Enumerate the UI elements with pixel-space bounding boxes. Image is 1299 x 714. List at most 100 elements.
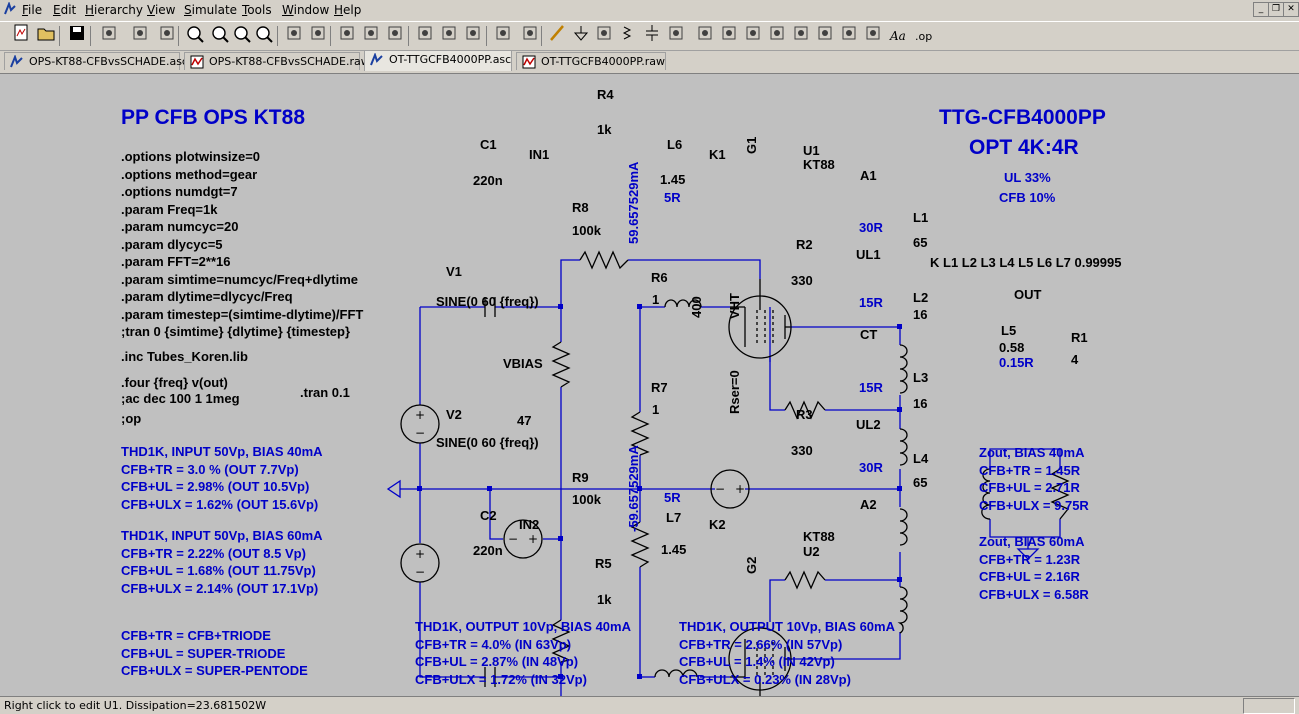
label-R5[interactable]: R5 [595,556,612,571]
label-R3[interactable]: R3 [796,407,813,422]
label-L7[interactable]: L7 [666,510,682,525]
label-L3[interactable]: L3 [913,370,929,385]
tile-horizontal-icon[interactable] [340,26,354,40]
value-VHT[interactable]: 400 [689,296,704,318]
label-L5[interactable]: L5 [1001,323,1017,338]
block-header[interactable]: Zout, BIAS 60mA [979,534,1085,549]
label-L6[interactable]: L6 [667,137,683,152]
value-L7[interactable]: 1.45 [661,542,687,557]
tab-ot-ttgcfb-asc[interactable]: OT-TTGCFB4000PP.asc [364,50,512,71]
label-U1[interactable]: U1 [803,143,820,158]
value-VBIAS[interactable]: 47 [517,413,532,428]
block-line[interactable]: CFB+TR = 3.0 % (OUT 7.7Vp) [121,461,299,477]
cascade-icon[interactable] [364,26,378,40]
label-VHT[interactable]: VHT [727,293,742,319]
net-OUT[interactable]: OUT [1014,287,1042,302]
autorange-icon[interactable] [287,26,301,40]
directive-line[interactable]: ;tran 0 {simtime} {dlytime} {timestep} [121,324,351,339]
label-R2[interactable]: R2 [796,237,813,252]
label-net-icon[interactable] [597,26,611,40]
print-icon[interactable] [523,26,537,40]
current-annotation-2[interactable]: -59.657529mA [626,445,641,532]
directive-inc[interactable]: .inc Tubes_Koren.lib [121,349,248,364]
restore-icon[interactable]: ❐ [1268,2,1284,17]
mirror-icon[interactable] [866,26,880,40]
directive-line[interactable]: .param dlycyc=5 [121,236,223,252]
block-line[interactable]: CFB+UL = 1.68% (OUT 11.75Vp) [121,563,316,578]
resistor-icon[interactable] [622,26,632,40]
block-line[interactable]: CFB+TR = 1.45R [979,462,1081,478]
value-R4[interactable]: 1k [597,122,612,137]
block-header[interactable]: THD1K, OUTPUT 10Vp, BIAS 60mA [679,619,895,634]
block-line[interactable]: CFB+TR = CFB+TRIODE [121,628,271,643]
redo-icon[interactable] [818,26,832,40]
block-line[interactable]: CFB+TR = 2.66% (IN 57Vp) [679,636,843,652]
value-V2[interactable]: SINE(0 60 {freq}) [436,435,539,450]
tab-ops-kt88-raw[interactable]: OPS-KT88-CFBvsSCHADE.raw [184,52,370,70]
menu-view[interactable]: View [147,3,176,17]
directive-line[interactable]: .options method=gear [121,166,258,182]
value-L4[interactable]: 65 [913,475,928,490]
block-header[interactable]: THD1K, INPUT 50Vp, BIAS 60mA [121,528,323,543]
label-VBIAS[interactable]: VBIAS [503,356,543,371]
value-L2[interactable]: 16 [913,307,928,322]
text-icon[interactable]: Aa [889,29,906,43]
run-icon[interactable] [133,26,147,40]
directive-op[interactable]: ;op [121,411,142,426]
block-line[interactable]: CFB+ULX = 1.72% (IN 32Vp) [415,671,587,687]
drag-icon[interactable] [770,26,784,40]
cut-icon[interactable] [418,26,432,40]
label-L1[interactable]: L1 [913,210,929,225]
menu-edit[interactable]: Edit [53,3,77,17]
menu-help[interactable]: Help [334,3,362,17]
close-window-icon[interactable] [388,26,402,40]
block-line[interactable]: CFB+TR = 4.0% (IN 63Vp) [415,636,572,652]
menu-file[interactable]: File [22,3,43,17]
directive-line[interactable]: .options plotwinsize=0 [121,149,261,164]
value-R8[interactable]: 100k [572,223,601,238]
directive-ac[interactable]: ;ac dec 100 1 1meg [121,391,240,406]
ground-icon[interactable] [573,26,589,41]
view-fft-icon[interactable] [311,26,325,40]
value-L5[interactable]: 0.58 [999,340,1025,355]
net-UL2[interactable]: UL2 [856,417,881,432]
current-annotation-1[interactable]: 59.657529mA [626,161,641,244]
block-line[interactable]: CFB+UL = 2.87% (IN 48Vp) [415,654,579,669]
minimize-icon[interactable]: _ [1253,2,1269,17]
net-IN2[interactable]: IN2 [519,517,540,532]
undo-icon[interactable] [794,26,808,40]
rser-L2[interactable]: 15R [859,295,883,310]
net-G1[interactable]: G1 [744,136,759,154]
block-line[interactable]: CFB+ULX = 0.23% (IN 28Vp) [679,671,851,687]
close-icon[interactable]: ✕ [1283,2,1299,17]
net-IN1[interactable]: IN1 [529,147,550,162]
halt-icon[interactable] [160,26,174,40]
diode-icon[interactable] [698,26,712,40]
rser-L4[interactable]: 30R [859,460,883,475]
label-V1[interactable]: V1 [446,264,462,279]
value-R5[interactable]: 1k [597,592,612,607]
block-header[interactable]: Zout, BIAS 40mA [979,445,1085,460]
label-R4[interactable]: R4 [597,87,614,102]
value-R7[interactable]: 1 [652,402,660,417]
open-icon[interactable] [37,28,55,41]
net-CT[interactable]: CT [860,327,878,342]
value-L1[interactable]: 65 [913,235,928,250]
net-K1[interactable]: K1 [709,147,726,162]
label-U2[interactable]: U2 [803,544,820,559]
directive-line[interactable]: .param Freq=1k [121,201,218,217]
move-icon[interactable] [746,26,760,40]
label-L4[interactable]: L4 [913,451,929,466]
component-icon[interactable] [722,26,736,40]
directive-coupling[interactable]: K L1 L2 L3 L4 L5 L6 L7 0.99995 [930,255,1122,270]
value-L3[interactable]: 16 [913,396,928,411]
net-K2[interactable]: K2 [709,517,726,532]
block-line[interactable]: CFB+ULX = 9.75R [979,497,1089,513]
rser-L6[interactable]: 5R [664,190,681,205]
save-icon[interactable] [70,26,84,40]
value-C2[interactable]: 220n [473,543,503,558]
block-line[interactable]: CFB+UL = 2.71R [979,480,1080,495]
block-line[interactable]: CFB+ULX = 1.62% (OUT 15.6Vp) [121,496,319,512]
net-A1[interactable]: A1 [860,168,877,183]
menu-simulate[interactable]: Simulate [184,3,238,17]
